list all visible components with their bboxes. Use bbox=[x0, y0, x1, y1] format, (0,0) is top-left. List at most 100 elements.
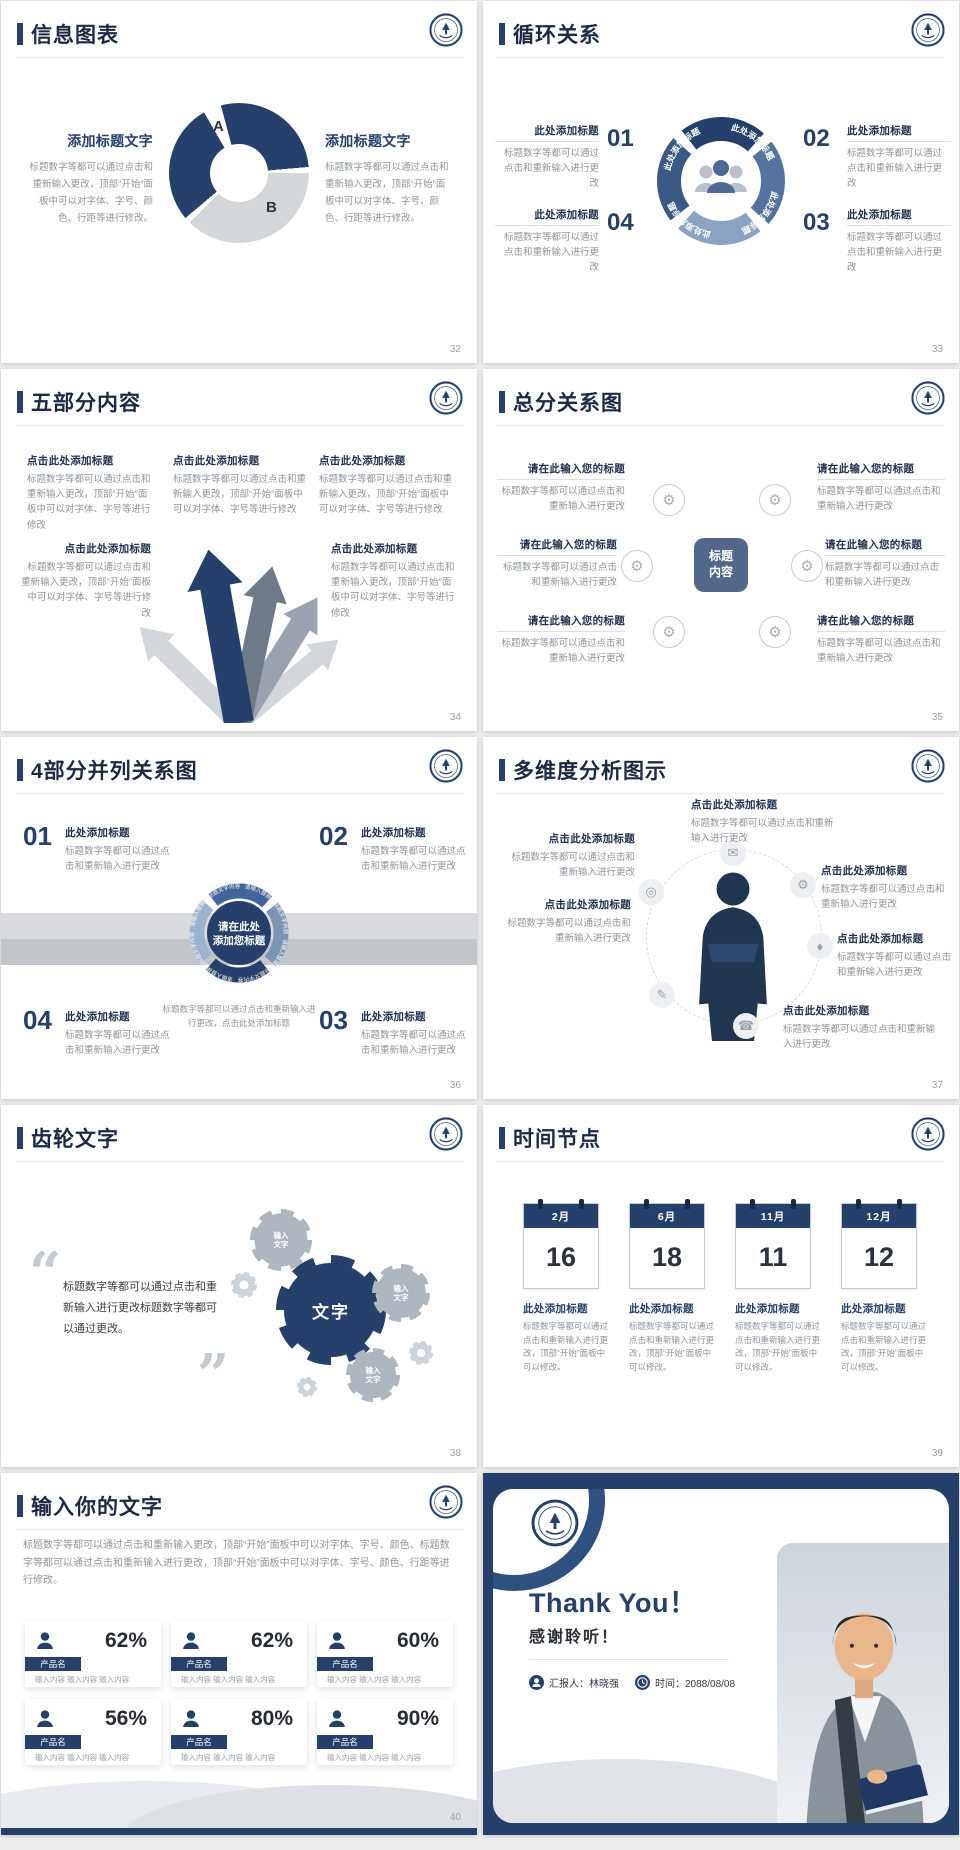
stat-label: 产品名 bbox=[317, 1657, 373, 1671]
slide-40-stat-cards[interactable]: 输入你的文字 标题数字等都可以通过点击和重新输入更改，顶部“开始”面板中可以对字… bbox=[1, 1473, 477, 1835]
tiny-gear bbox=[297, 1377, 317, 1397]
calendar-card: 2月 16 bbox=[523, 1199, 599, 1289]
text-block-body: 标题数字等都可以通过点击和重新输入更改，顶部“开始”面板中可以对字体、字号等进行… bbox=[173, 474, 307, 516]
small-gear: 输入文字 bbox=[346, 1348, 400, 1402]
page-number: 34 bbox=[449, 712, 461, 723]
text-block: 此处添加标题 标题数字等都可以通过点击和重新输入进行更改 bbox=[65, 1009, 177, 1058]
title-accent-bar bbox=[17, 759, 23, 781]
diamond-icon: ♦ bbox=[807, 933, 833, 959]
slide-36-four-parallel[interactable]: 4部分并列关系图 请输入替换您标题文字内容 请输入替换您标题文字内容 请输入替换… bbox=[1, 737, 477, 1099]
gear-icon: ⚙ bbox=[621, 550, 653, 582]
slide-41-thank-you[interactable]: Thank You！ 感谢聆听！ 汇报人：林晓强 bbox=[483, 1473, 959, 1835]
text-block: 此处添加标题 标题数字等都可以通过点击和重新输入进行更改 bbox=[495, 123, 599, 192]
item-number: 01 bbox=[23, 821, 52, 851]
slide-34-five-parts[interactable]: 五部分内容 点击此处添加标题 标题数字等都可以通过点击和重新输入更改，顶部“开始… bbox=[1, 369, 477, 731]
text-block: 请在此输入您的标题 标题数字等都可以通过点击和重新输入进行更改 bbox=[497, 537, 617, 590]
envelope-icon: ✉ bbox=[720, 840, 746, 866]
people-icon bbox=[695, 160, 747, 193]
person-icon bbox=[183, 1632, 199, 1649]
clock-icon bbox=[635, 1675, 650, 1690]
gear-label: 输入文字 bbox=[273, 1230, 289, 1249]
school-logo-icon bbox=[429, 749, 463, 783]
page-number: 35 bbox=[931, 712, 943, 723]
header-divider bbox=[15, 425, 463, 426]
text-block-heading: 此处添加标题 bbox=[629, 1303, 694, 1315]
slide-39-timeline[interactable]: 时间节点 2月 16 此处添加标题 标题数字等都可以通过点击和重新输入进行更改，… bbox=[483, 1105, 959, 1467]
text-block-heading: 此处添加标题 bbox=[361, 827, 426, 839]
page-number: 37 bbox=[931, 1080, 943, 1091]
text-block: 请在此输入您的标题 标题数字等都可以通过点击和重新输入进行更改 bbox=[497, 613, 625, 666]
slide-header: 总分关系图 bbox=[499, 387, 623, 417]
text-block-heading: 请在此输入您的标题 bbox=[817, 461, 945, 480]
text-block-heading: 点击此处添加标题 bbox=[821, 865, 908, 877]
text-block-heading: 点击此处添加标题 bbox=[64, 543, 151, 555]
slide-title: 时间节点 bbox=[513, 1128, 601, 1151]
slide-33-cycle-relation[interactable]: 循环关系 此处添加标题 此处添加标题 此处添加标题 此处添加标题 bbox=[483, 1, 959, 363]
text-block: 点击此处添加标题 标题数字等都可以通过点击和重新输入进行更改 bbox=[499, 897, 631, 946]
thankyou-card: Thank You！ 感谢聆听！ 汇报人：林晓强 bbox=[493, 1489, 949, 1823]
header-divider bbox=[15, 1529, 463, 1530]
thankyou-title: Thank You！ bbox=[529, 1588, 697, 1618]
center-hub: 标题 内容 bbox=[694, 538, 748, 592]
header-divider bbox=[497, 1161, 945, 1162]
text-block: 此处添加标题 标题数字等都可以通过点击和重新输入进行更改，顶部“开始”面板中可以… bbox=[523, 1301, 611, 1374]
small-gear: 输入文字 bbox=[372, 1264, 430, 1322]
header-divider bbox=[497, 425, 945, 426]
slide-title: 多维度分析图示 bbox=[513, 760, 667, 783]
text-block-body: 标题数字等都可以通过点击和重新输入进行更改 bbox=[503, 232, 599, 274]
text-block: 点击此处添加标题 标题数字等都可以通过点击和重新输入进行更改 bbox=[837, 931, 953, 980]
calendar-month: 11月 bbox=[736, 1204, 810, 1228]
person-icon bbox=[183, 1710, 199, 1727]
text-block-body: 标题数字等都可以通过点击和重新输入进行更改 bbox=[837, 952, 952, 979]
text-block-body: 标题数字等都可以通过点击和重新输入进行更改 bbox=[817, 486, 941, 513]
text-block: 点击此处添加标题 标题数字等都可以通过点击和重新输入进行更改 bbox=[821, 863, 949, 912]
title-accent-bar bbox=[17, 1127, 23, 1149]
intro-paragraph: 标题数字等都可以通过点击和重新输入更改，顶部“开始”面板中可以对字体、字号、颜色… bbox=[23, 1537, 457, 1590]
text-block-body: 标题数字等都可以通过点击和重新输入更改，顶部“开始”面板中可以对字体、字号、颜色… bbox=[29, 162, 153, 225]
text-block: 此处添加标题 标题数字等都可以通过点击和重新输入进行更改 bbox=[495, 207, 599, 276]
text-block: 请在此输入您的标题 标题数字等都可以通过点击和重新输入进行更改 bbox=[825, 537, 945, 590]
text-block-heading: 点击此处添加标题 bbox=[331, 543, 418, 555]
text-block-body: 标题数字等都可以通过点击和重新输入进行更改，顶部“开始”面板中可以修改。 bbox=[735, 1321, 821, 1372]
slide-title: 循环关系 bbox=[513, 24, 601, 47]
text-block-body: 标题数字等都可以通过点击和重新输入进行更改 bbox=[691, 818, 834, 845]
text-block-heading: 此处添加标题 bbox=[65, 827, 130, 839]
item-number: 02 bbox=[803, 125, 830, 152]
gear-main-label: 文字 bbox=[312, 1302, 350, 1322]
target-icon: ◎ bbox=[638, 879, 664, 905]
header-divider bbox=[497, 57, 945, 58]
person-icon bbox=[329, 1632, 345, 1649]
donut-label-a: A bbox=[213, 118, 224, 135]
report-info-row: 汇报人：林晓强 时间：2088/08/08 bbox=[529, 1675, 735, 1690]
text-block-body: 标题数字等都可以通过点击和重新输入进行更改，顶部“开始”面板中可以修改。 bbox=[523, 1321, 609, 1372]
calendar-day: 16 bbox=[545, 1241, 577, 1272]
page-number: 36 bbox=[449, 1080, 461, 1091]
school-logo-icon bbox=[911, 1117, 945, 1151]
text-block-body: 标题数字等都可以通过点击和重新输入进行更改 bbox=[847, 148, 943, 190]
stat-card: 90% 产品名 输入内容 输入内容 输入内容 bbox=[317, 1699, 453, 1765]
stat-note: 输入内容 输入内容 输入内容 bbox=[35, 1753, 130, 1762]
stat-label: 产品名 bbox=[25, 1657, 81, 1671]
stat-value: 90% bbox=[396, 1707, 439, 1730]
school-logo-icon bbox=[429, 1117, 463, 1151]
stat-label: 产品名 bbox=[25, 1735, 81, 1749]
text-block-body: 标题数字等都可以通过点击和重新输入更改，顶部“开始”面板中可以对字体、字号等进行… bbox=[27, 474, 151, 531]
stat-card: 62% 产品名 输入内容 输入内容 输入内容 bbox=[171, 1621, 307, 1687]
text-block-body: 标题数字等都可以通过点击和重新输入进行更改 bbox=[847, 232, 943, 274]
school-logo-icon bbox=[429, 13, 463, 47]
slide-32-info-chart[interactable]: 信息图表 添加标题文字 标题数字等都可以通过点击和重新输入更改，顶部“开始”面板… bbox=[1, 1, 477, 363]
slide-37-multidimension[interactable]: 多维度分析图示 ✉ ⚙ ♦ ☎ ✎ ◎ 点击此处添加标题 标题数字等都可以通过点… bbox=[483, 737, 959, 1099]
text-block: 此处添加标题 标题数字等都可以通过点击和重新输入进行更改 bbox=[847, 207, 951, 276]
text-block-heading: 此处添加标题 bbox=[841, 1303, 906, 1315]
text-block-body: 标题数字等都可以通过点击和重新输入进行更改 bbox=[501, 638, 625, 665]
slide-35-hub-relation[interactable]: 总分关系图 标题 内容 ⚙ ⚙ ⚙ ⚙ ⚙ ⚙ 请在此输入您的标题 标题数字等都… bbox=[483, 369, 959, 731]
text-block: 点击此处添加标题 标题数字等都可以通过点击和重新输入进行更改 bbox=[783, 1003, 939, 1052]
slide-38-gear-text[interactable]: 齿轮文字 “ 标题数字等都可以通过点击和重新输入进行更改标题数字等都可以通过更改… bbox=[1, 1105, 477, 1467]
text-block: 点击此处添加标题 标题数字等都可以通过点击和重新输入进行更改 bbox=[691, 797, 841, 846]
text-block-body: 标题数字等都可以通过点击和重新输入进行更改 bbox=[361, 846, 466, 873]
school-logo-icon bbox=[429, 381, 463, 415]
gear-icon: ⚙ bbox=[759, 616, 791, 648]
text-block-heading: 此处添加标题 bbox=[495, 123, 599, 142]
text-block-heading: 请在此输入您的标题 bbox=[825, 537, 945, 556]
